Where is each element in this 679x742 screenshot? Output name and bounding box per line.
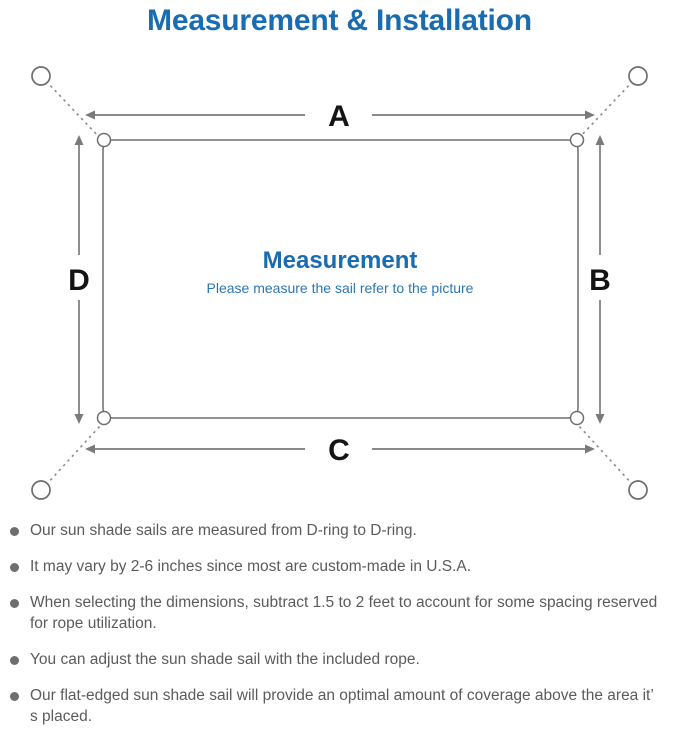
note-text: Our sun shade sails are measured from D-… (30, 522, 417, 539)
d-ring-top-left (96, 132, 112, 148)
list-item: Our flat-edged sun shade sail will provi… (10, 685, 665, 727)
rope-lines (45, 80, 634, 486)
anchor-ring-top-left (31, 66, 51, 86)
dimension-b: B (589, 135, 611, 424)
list-item: When selecting the dimensions, subtract … (10, 592, 665, 634)
notes-list: Our sun shade sails are measured from D-… (0, 520, 679, 742)
dimension-c: C (85, 434, 595, 467)
bullet-icon (10, 599, 19, 608)
rope-bottom-left (45, 425, 101, 486)
note-text: You can adjust the sun shade sail with t… (30, 651, 420, 668)
sail-body (102, 139, 579, 419)
bullet-icon (10, 527, 19, 536)
list-item: It may vary by 2-6 inches since most are… (10, 556, 665, 577)
dimension-b-label: B (589, 264, 611, 297)
rope-bottom-right (578, 425, 634, 486)
anchor-rings (31, 66, 648, 500)
bullet-icon (10, 692, 19, 701)
dimension-a: A (85, 100, 595, 133)
note-text: It may vary by 2-6 inches since most are… (30, 558, 472, 575)
dimension-d: D (68, 135, 90, 424)
anchor-ring-bottom-right (628, 480, 648, 500)
anchor-ring-top-right (628, 66, 648, 86)
dimension-d-label: D (68, 264, 90, 297)
d-ring-top-right (569, 132, 585, 148)
page-title: Measurement & Installation (147, 4, 532, 37)
list-item: Our sun shade sails are measured from D-… (10, 520, 665, 541)
d-rings (96, 132, 585, 426)
d-ring-bottom-right (569, 410, 585, 426)
list-item: You can adjust the sun shade sail with t… (10, 649, 665, 670)
measurement-diagram: Measurement Please measure the sail refe… (0, 48, 679, 518)
rope-top-right (578, 80, 634, 139)
note-text: When selecting the dimensions, subtract … (30, 594, 658, 632)
rope-top-left (45, 80, 101, 139)
d-ring-bottom-left (96, 410, 112, 426)
diagram-center-subheading: Please measure the sail refer to the pic… (207, 280, 474, 296)
bullet-icon (10, 563, 19, 572)
dimension-a-label: A (328, 100, 350, 133)
dimension-c-label: C (328, 434, 350, 467)
note-text: Our flat-edged sun shade sail will provi… (30, 687, 654, 725)
measurement-diagram-svg: Measurement Please measure the sail refe… (31, 66, 648, 500)
anchor-ring-bottom-left (31, 480, 51, 500)
bullet-icon (10, 656, 19, 665)
diagram-center-heading: Measurement (263, 247, 418, 274)
